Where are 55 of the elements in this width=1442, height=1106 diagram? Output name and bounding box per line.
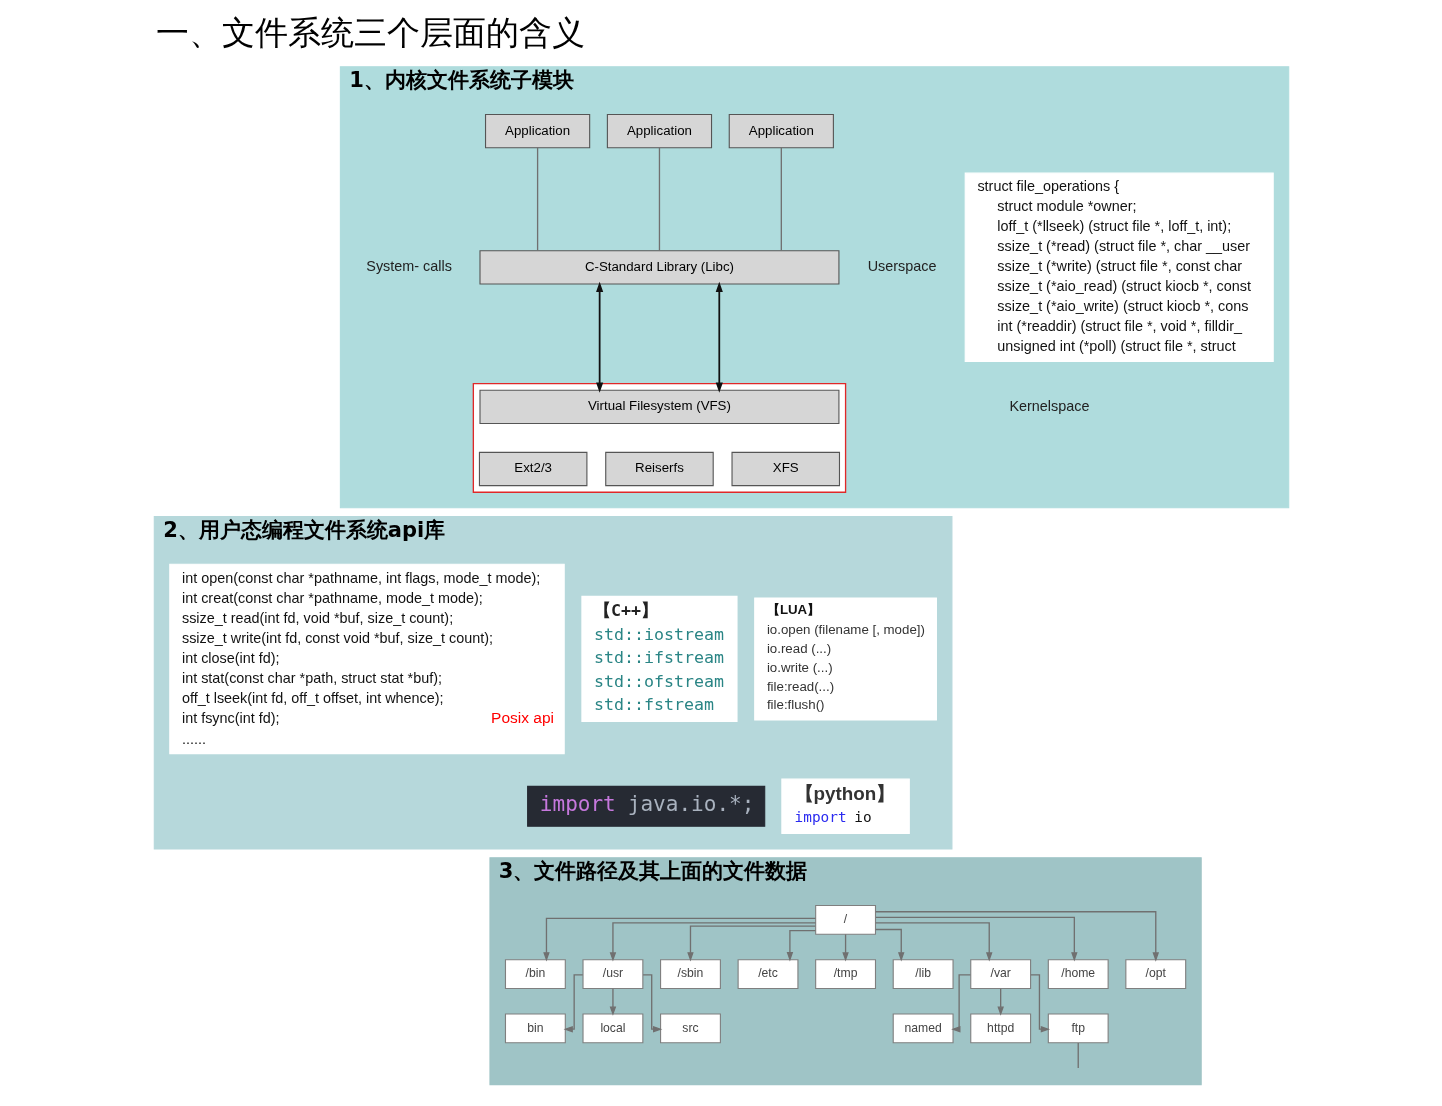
node-box: ftp	[1047, 1013, 1109, 1044]
arrow	[609, 922, 816, 962]
node-box: Reiserfs	[604, 451, 714, 487]
arrow	[563, 974, 583, 1033]
arrow	[686, 925, 816, 962]
label: System- calls	[365, 258, 452, 275]
label: Kernelspace	[1008, 397, 1089, 414]
node-box: XFS	[730, 451, 840, 487]
node-box: bin	[504, 1013, 566, 1044]
node-box: /bin	[504, 959, 566, 990]
node-box: /var	[969, 959, 1031, 990]
arrow	[841, 933, 849, 962]
arrow	[874, 911, 1159, 962]
node-box: 【python】 import io	[780, 778, 910, 834]
node-box: 【C++】 std::iostream std::ifstream std::ofstream std::fstream	[580, 595, 738, 723]
connector	[780, 147, 782, 252]
node-box: /sbin	[659, 959, 721, 990]
node-box: C-Standard Library (Libc)	[478, 250, 839, 285]
node-box: named	[892, 1013, 954, 1044]
node-box: /tmp	[814, 959, 876, 990]
node-box: Application	[484, 113, 590, 149]
arrow	[874, 928, 904, 962]
node-box: Virtual Filesystem (VFS)	[478, 389, 839, 425]
connector	[658, 147, 660, 252]
arrow	[595, 281, 603, 393]
arrow	[950, 974, 971, 1033]
connector	[1077, 1042, 1079, 1069]
node-box: Application	[728, 113, 834, 149]
node-box: local	[581, 1013, 643, 1044]
node-box: import java.io.*;	[526, 785, 765, 827]
arrow	[1029, 974, 1050, 1033]
arrow	[874, 916, 1078, 962]
node-box: src	[659, 1013, 721, 1044]
node-box: Application	[606, 113, 712, 149]
node-box: /usr	[581, 959, 643, 990]
arrow	[542, 917, 816, 962]
arrow	[786, 929, 816, 962]
arrow	[641, 974, 662, 1033]
connector	[536, 147, 538, 252]
arrow	[874, 922, 992, 962]
node-box: /opt	[1124, 959, 1186, 990]
diagram-title: 一、文件系统三个层面的含义	[155, 12, 585, 52]
node-box: /home	[1047, 959, 1109, 990]
node-box: Ext2/3	[478, 451, 587, 487]
node-box: 【LUA】 io.open (filename [, mode]) io.read (...) io.write (...) file:read(...) file:flush()	[753, 597, 937, 721]
node-box: struct file_operations { struct module *owner; loff_t (*llseek) (struct file *, loff_t, int); ssize_t (*read) (struct file *, char __user ssize_t (*write) (struct file *, const char ssize_t (*aio_read) (struct kiocb *, const ssize_t (*aio_write) (struct kiocb *, cons int (*readdir) (struct file *, void *, filldir_ unsigned int (*poll) (struct file *, struct	[964, 172, 1274, 363]
label: Userspace	[867, 258, 936, 275]
arrow	[609, 988, 616, 1016]
node-box: /lib	[892, 959, 954, 990]
arrow	[715, 281, 723, 393]
node-box: int open(const char *pathname, int flags, mode_t mode); int creat(const char *pathname, mode_t mode); ssize_t read(int fd, void *buf, size_t count); ssize_t write(int fd, const void *buf, size_t count); int close(int fd); int stat(const char *path, struct stat *buf); off_t lseek(int fd, off_t offset, int whence); int fsync(int fd); Posix api ......	[168, 563, 565, 755]
node-box: /etc	[737, 959, 798, 990]
node-box: httpd	[969, 1013, 1031, 1044]
node-box: /	[814, 904, 876, 935]
arrow	[996, 988, 1004, 1016]
